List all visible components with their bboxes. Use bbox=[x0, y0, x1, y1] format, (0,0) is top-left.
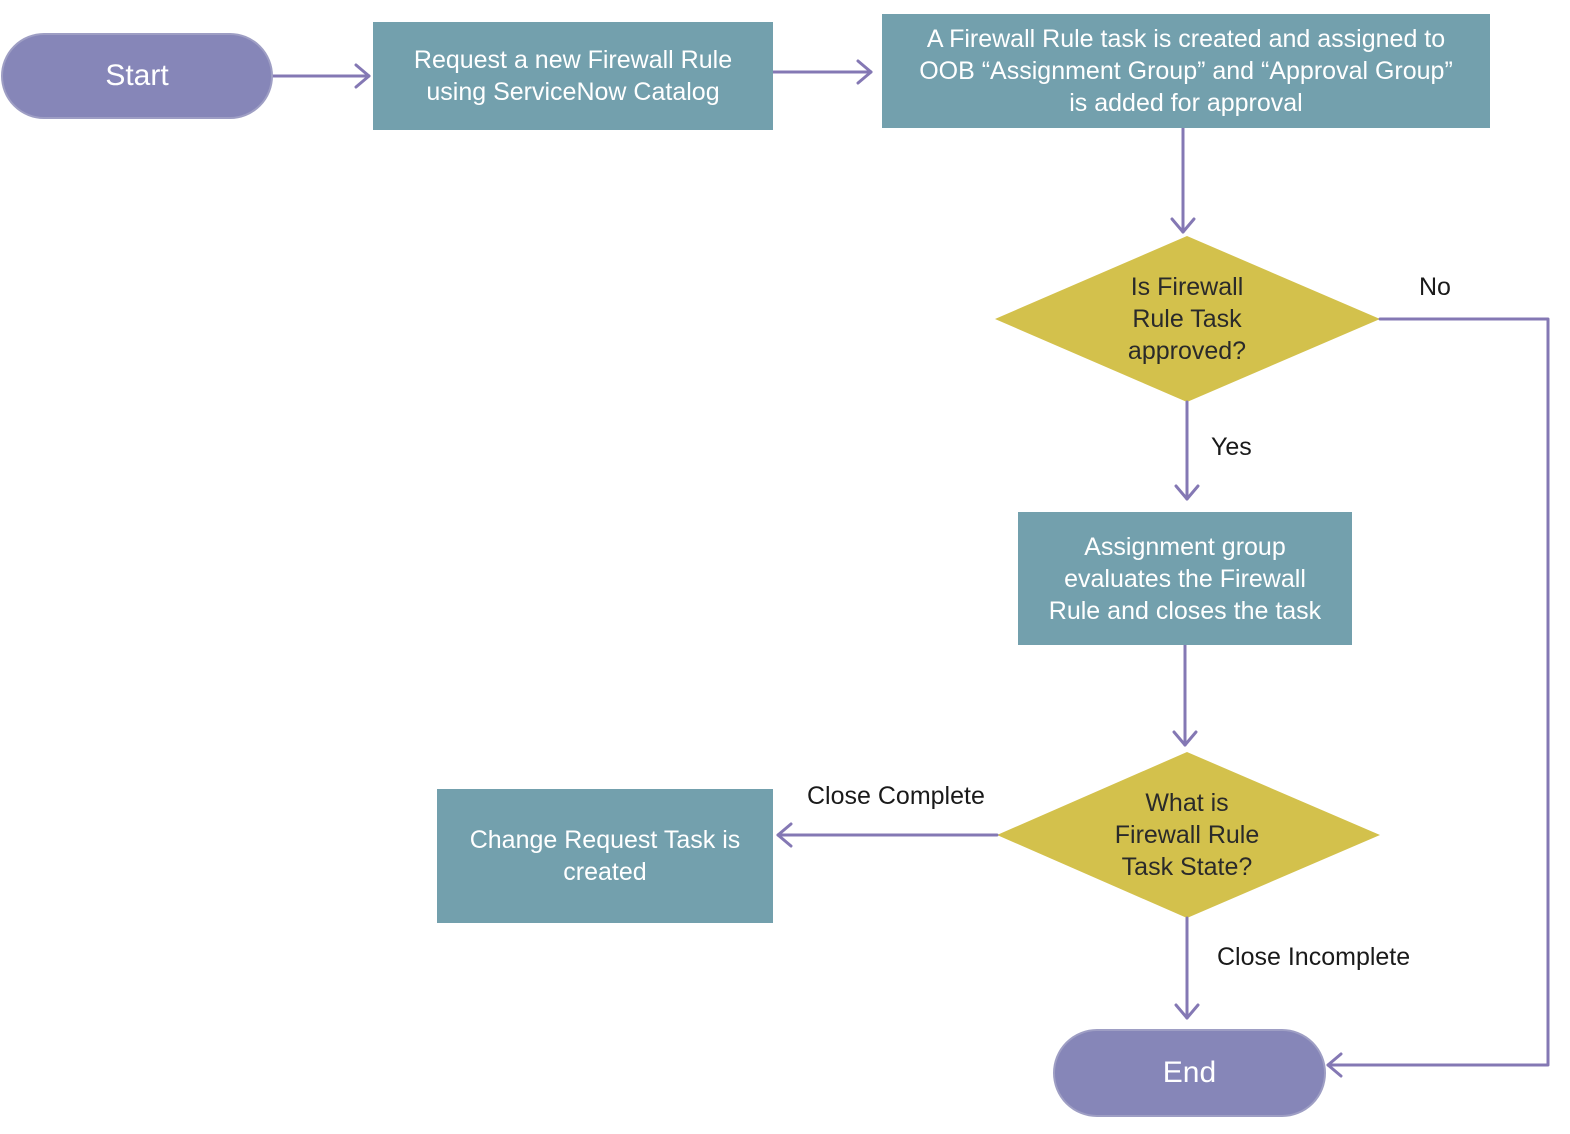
state-decision-node: What is Firewall Rule Task State? bbox=[1077, 775, 1297, 895]
change-request-label: Change Request Task is created bbox=[469, 826, 741, 886]
arrowhead-end-top bbox=[1174, 1003, 1200, 1020]
start-label: Start bbox=[105, 59, 169, 92]
end-node: End bbox=[1053, 1029, 1326, 1117]
no-label: No bbox=[1419, 273, 1451, 301]
change-request-node: Change Request Task is created bbox=[437, 789, 773, 923]
arrowhead-task bbox=[856, 59, 873, 85]
arrowhead-end-right bbox=[1326, 1052, 1343, 1078]
evaluate-label: Assignment group evaluates the Firewall … bbox=[1048, 532, 1322, 625]
close-complete-label: Close Complete bbox=[807, 782, 985, 810]
arrowhead-evaluate bbox=[1174, 484, 1200, 501]
arrowhead-change-request bbox=[776, 822, 793, 848]
close-incomplete-label: Close Incomplete bbox=[1217, 943, 1411, 971]
state-question-label: What is Firewall Rule Task State? bbox=[1114, 789, 1260, 881]
request-label: Request a new Firewall Rule using Servic… bbox=[413, 46, 733, 106]
start-node: Start bbox=[1, 33, 273, 119]
arrowhead-state bbox=[1172, 730, 1198, 747]
evaluate-node: Assignment group evaluates the Firewall … bbox=[1018, 512, 1352, 645]
decision-approved-shape bbox=[995, 236, 1380, 402]
arrowhead-approved bbox=[1170, 217, 1196, 234]
approved-question-label: Is Firewall Rule Task approved? bbox=[1127, 273, 1247, 365]
approved-decision-node: Is Firewall Rule Task approved? bbox=[1077, 259, 1297, 379]
arrowhead-request bbox=[354, 63, 371, 89]
request-node: Request a new Firewall Rule using Servic… bbox=[373, 22, 773, 130]
decision-state-shape bbox=[997, 752, 1380, 918]
task-created-label: A Firewall Rule task is created and assi… bbox=[919, 25, 1453, 117]
edge-no bbox=[1326, 317, 1550, 1067]
yes-label: Yes bbox=[1211, 433, 1252, 461]
task-created-node: A Firewall Rule task is created and assi… bbox=[882, 14, 1490, 128]
end-label: End bbox=[1162, 1056, 1217, 1089]
